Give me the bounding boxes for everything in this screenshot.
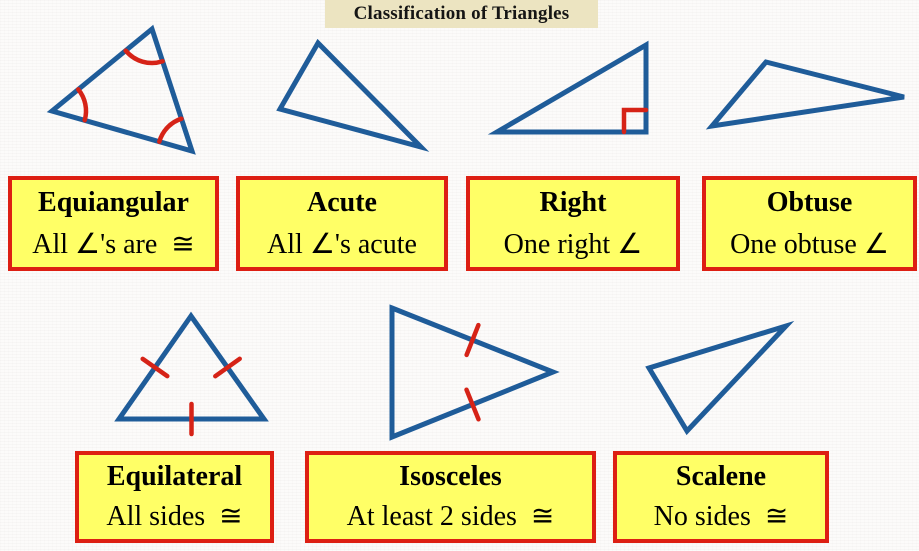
right-right-angle-mark [621, 107, 649, 135]
triangle-type-name: Equiangular [38, 187, 189, 218]
triangle-type-desc: No sides ≅ [653, 501, 789, 532]
equiangular-triangle-outline [46, 24, 196, 155]
label-box-equilateral: Equilateral All sides ≅ [75, 451, 274, 543]
right-triangle [487, 40, 649, 135]
triangle-type-desc: All ∠'s are ≅ [32, 229, 195, 260]
triangle-type-desc: All ∠'s acute [267, 229, 417, 260]
triangle-type-name: Acute [307, 187, 377, 218]
triangle-type-desc: At least 2 sides ≅ [346, 501, 555, 532]
page-title-band: Classification of Triangles [325, 0, 598, 28]
triangle-type-name: Obtuse [766, 187, 853, 218]
triangle-type-desc: All sides ≅ [106, 501, 243, 532]
obtuse-triangle [705, 59, 905, 130]
equilateral-triangle [114, 311, 269, 437]
acute-triangle-outline [276, 38, 430, 152]
triangle-type-name: Isosceles [399, 461, 502, 492]
triangle-type-desc: One right ∠ [503, 229, 643, 260]
isosceles-tick-mark [464, 387, 481, 422]
equiangular-angle-arc-mark [123, 48, 165, 66]
label-box-right: Right One right ∠ [466, 176, 680, 271]
label-box-acute: Acute All ∠'s acute [236, 176, 448, 271]
scalene-triangle-outline [645, 320, 795, 436]
equiangular-triangle [46, 24, 196, 155]
label-box-scalene: Scalene No sides ≅ [613, 451, 829, 543]
equilateral-tick-mark [213, 356, 242, 379]
acute-triangle [276, 38, 430, 152]
equilateral-tick-mark [140, 356, 170, 379]
label-box-isosceles: Isosceles At least 2 sides ≅ [305, 451, 596, 543]
triangle-type-name: Scalene [675, 461, 767, 492]
page-title: Classification of Triangles [353, 3, 570, 24]
right-triangle-outline [487, 40, 649, 135]
label-box-equiangular: Equiangular All ∠'s are ≅ [8, 176, 219, 271]
isosceles-triangle-outline [389, 304, 560, 441]
triangle-type-desc: One obtuse ∠ [730, 229, 889, 260]
triangle-type-name: Right [539, 187, 607, 218]
equiangular-angle-arc-mark [76, 87, 89, 123]
isosceles-triangle [389, 304, 560, 441]
isosceles-tick-mark [464, 322, 481, 358]
label-box-obtuse: Obtuse One obtuse ∠ [702, 176, 917, 271]
obtuse-triangle-outline [705, 59, 905, 130]
triangle-type-name: Equilateral [106, 461, 243, 492]
equiangular-angle-arc-mark [157, 116, 184, 144]
scalene-triangle [645, 320, 795, 436]
